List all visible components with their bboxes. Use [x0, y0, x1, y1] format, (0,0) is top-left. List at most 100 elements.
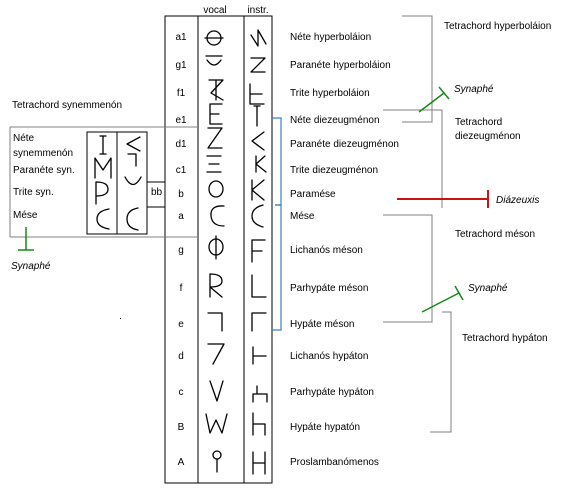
vocal-sign-omicron — [208, 180, 224, 198]
instr-sign-k — [251, 179, 265, 201]
note-name-label: Proslambanómenos — [290, 457, 379, 468]
synaphe-mid-label: Synaphé — [468, 283, 508, 294]
vocal-sign-zeta — [207, 127, 223, 149]
instr-sign-gamma — [251, 312, 267, 332]
vocal-sign-zeta-reversed — [208, 79, 224, 101]
synaphe-top-marker-bar — [438, 86, 450, 100]
synaphe-left-label: Synaphé — [11, 261, 51, 272]
note-name-label: Lichanós hypáton — [290, 351, 368, 362]
syn-vocal-signs — [94, 135, 112, 230]
pitch-label: c — [179, 387, 184, 398]
syn-label-paranete: Paranéte syn. — [13, 165, 75, 176]
pitch-label: A — [178, 457, 185, 468]
junction-markers: Synaphé Diázeuxis Synaphé — [397, 84, 539, 313]
bracket-meson — [383, 214, 433, 323]
label-tetrachord-meson: Tetrachord méson — [455, 229, 535, 240]
note-name-label: Paramése — [290, 189, 336, 200]
pitch-label: e — [178, 319, 184, 330]
bracket-diezeugmenon — [383, 109, 443, 208]
note-name-label: Néte diezeugménon — [290, 115, 380, 126]
instr-sign-t-rotated — [252, 346, 267, 365]
pitch-label: a1 — [175, 32, 187, 43]
synemmenon-box: Tetrachord synemmenón Néte synemmenón Pa… — [9, 100, 198, 272]
label-tetrachord-hypaton: Tetrachord hypáton — [462, 333, 548, 344]
synaphe-top-label: Synaphé — [454, 84, 494, 95]
vocal-sign-iota — [205, 55, 223, 66]
diazeuxis-label: Diázeuxis — [496, 195, 539, 206]
note-name-label: Hypáte méson — [290, 319, 354, 330]
bb-label: bb — [151, 187, 163, 198]
syn-label-mese: Mése — [13, 210, 38, 221]
instr-sign-h — [252, 412, 266, 436]
main-table: vocal instr. — [164, 5, 273, 484]
instr-sign-k-reversed — [255, 155, 267, 173]
syn-label-nete: Néte — [13, 133, 35, 144]
vocal-sign-r — [209, 273, 223, 298]
vocal-sign-c — [210, 205, 225, 227]
note-name-label: Néte hyperboláion — [290, 32, 371, 43]
instr-sign-square-bracket — [249, 83, 265, 105]
note-name-label: Parhypáte méson — [290, 283, 368, 294]
instr-sign-c — [251, 204, 264, 228]
instr-sign-vertical — [253, 105, 261, 127]
pitch-column: a1 g1 f1 e1 d1 c1 ba g f e d cB A — [175, 32, 187, 468]
vocal-sign-theta — [204, 30, 224, 46]
blue-brackets — [272, 117, 282, 331]
vocal-sign-v — [209, 380, 224, 402]
note-name-label: Mése — [290, 211, 315, 222]
vocal-sign-xi — [206, 155, 222, 173]
instr-sign-z — [250, 57, 266, 73]
vocal-signs — [204, 30, 228, 473]
table-frame — [164, 15, 273, 484]
instr-sign-hook — [252, 385, 268, 403]
vocal-sign-seven — [207, 343, 225, 365]
note-name-label: Hypáte hypatón — [290, 422, 360, 433]
blue-bracket-upper — [272, 117, 282, 206]
vocal-sign-gamma-reversed — [207, 312, 223, 332]
instr-sign-h-full — [252, 451, 266, 475]
note-name-label: Lichanós méson — [290, 245, 363, 256]
synaphe-top-marker — [418, 92, 445, 113]
instrumental-signs — [249, 29, 268, 475]
pitch-label: e1 — [175, 115, 187, 126]
synaphe-mid-marker — [421, 292, 460, 313]
pitch-label: g — [178, 245, 184, 256]
synaphe-mid-marker-bar — [454, 285, 464, 301]
vocal-sign-phi — [208, 235, 224, 260]
syn-label-synemmenon: synemmenón — [13, 148, 73, 159]
note-name-label: Paranéte hyperboláion — [290, 60, 391, 71]
synemmenon-title: Tetrachord synemmenón — [12, 100, 122, 111]
instr-sign-n-angled — [250, 29, 267, 47]
label-tetrachord-diezeugmenon-1: Tetrachord — [455, 117, 502, 128]
label-tetrachord-hyperbolaion: Tetrachord hyperboláion — [444, 21, 551, 32]
pitch-label: d1 — [175, 139, 187, 150]
pitch-label: g1 — [175, 60, 187, 71]
pitch-label: f1 — [177, 88, 186, 99]
instr-sign-f — [251, 239, 266, 263]
bracket-hypaton — [430, 311, 452, 433]
note-name-label: Trite hyperboláion — [290, 88, 370, 99]
pitch-label: c1 — [176, 165, 187, 176]
vocal-sign-e — [209, 103, 223, 125]
blue-bracket-lower — [272, 204, 282, 331]
syn-instr-signs — [124, 136, 142, 231]
stray-dot — [120, 318, 121, 319]
pitch-label: b — [178, 189, 184, 200]
note-name-label: Parhypáte hypáton — [290, 387, 374, 398]
syn-label-trite: Trite syn. — [13, 187, 54, 198]
header-instr: instr. — [247, 5, 268, 16]
note-name-label: Paranéte diezeugménon — [290, 139, 399, 150]
pitch-label: B — [178, 422, 185, 433]
instr-sign-less-than — [251, 131, 265, 151]
bracket-hyperbolaion — [402, 15, 433, 123]
pitch-label: d — [178, 351, 184, 362]
note-name-label: Trite diezeugménon — [290, 165, 378, 176]
vocal-sign-w — [205, 413, 228, 434]
vocal-sign-lollipop — [212, 450, 222, 473]
label-tetrachord-diezeugmenon-2: diezeugménon — [455, 131, 521, 142]
pitch-label: f — [180, 283, 183, 294]
pitch-label: a — [178, 211, 184, 222]
